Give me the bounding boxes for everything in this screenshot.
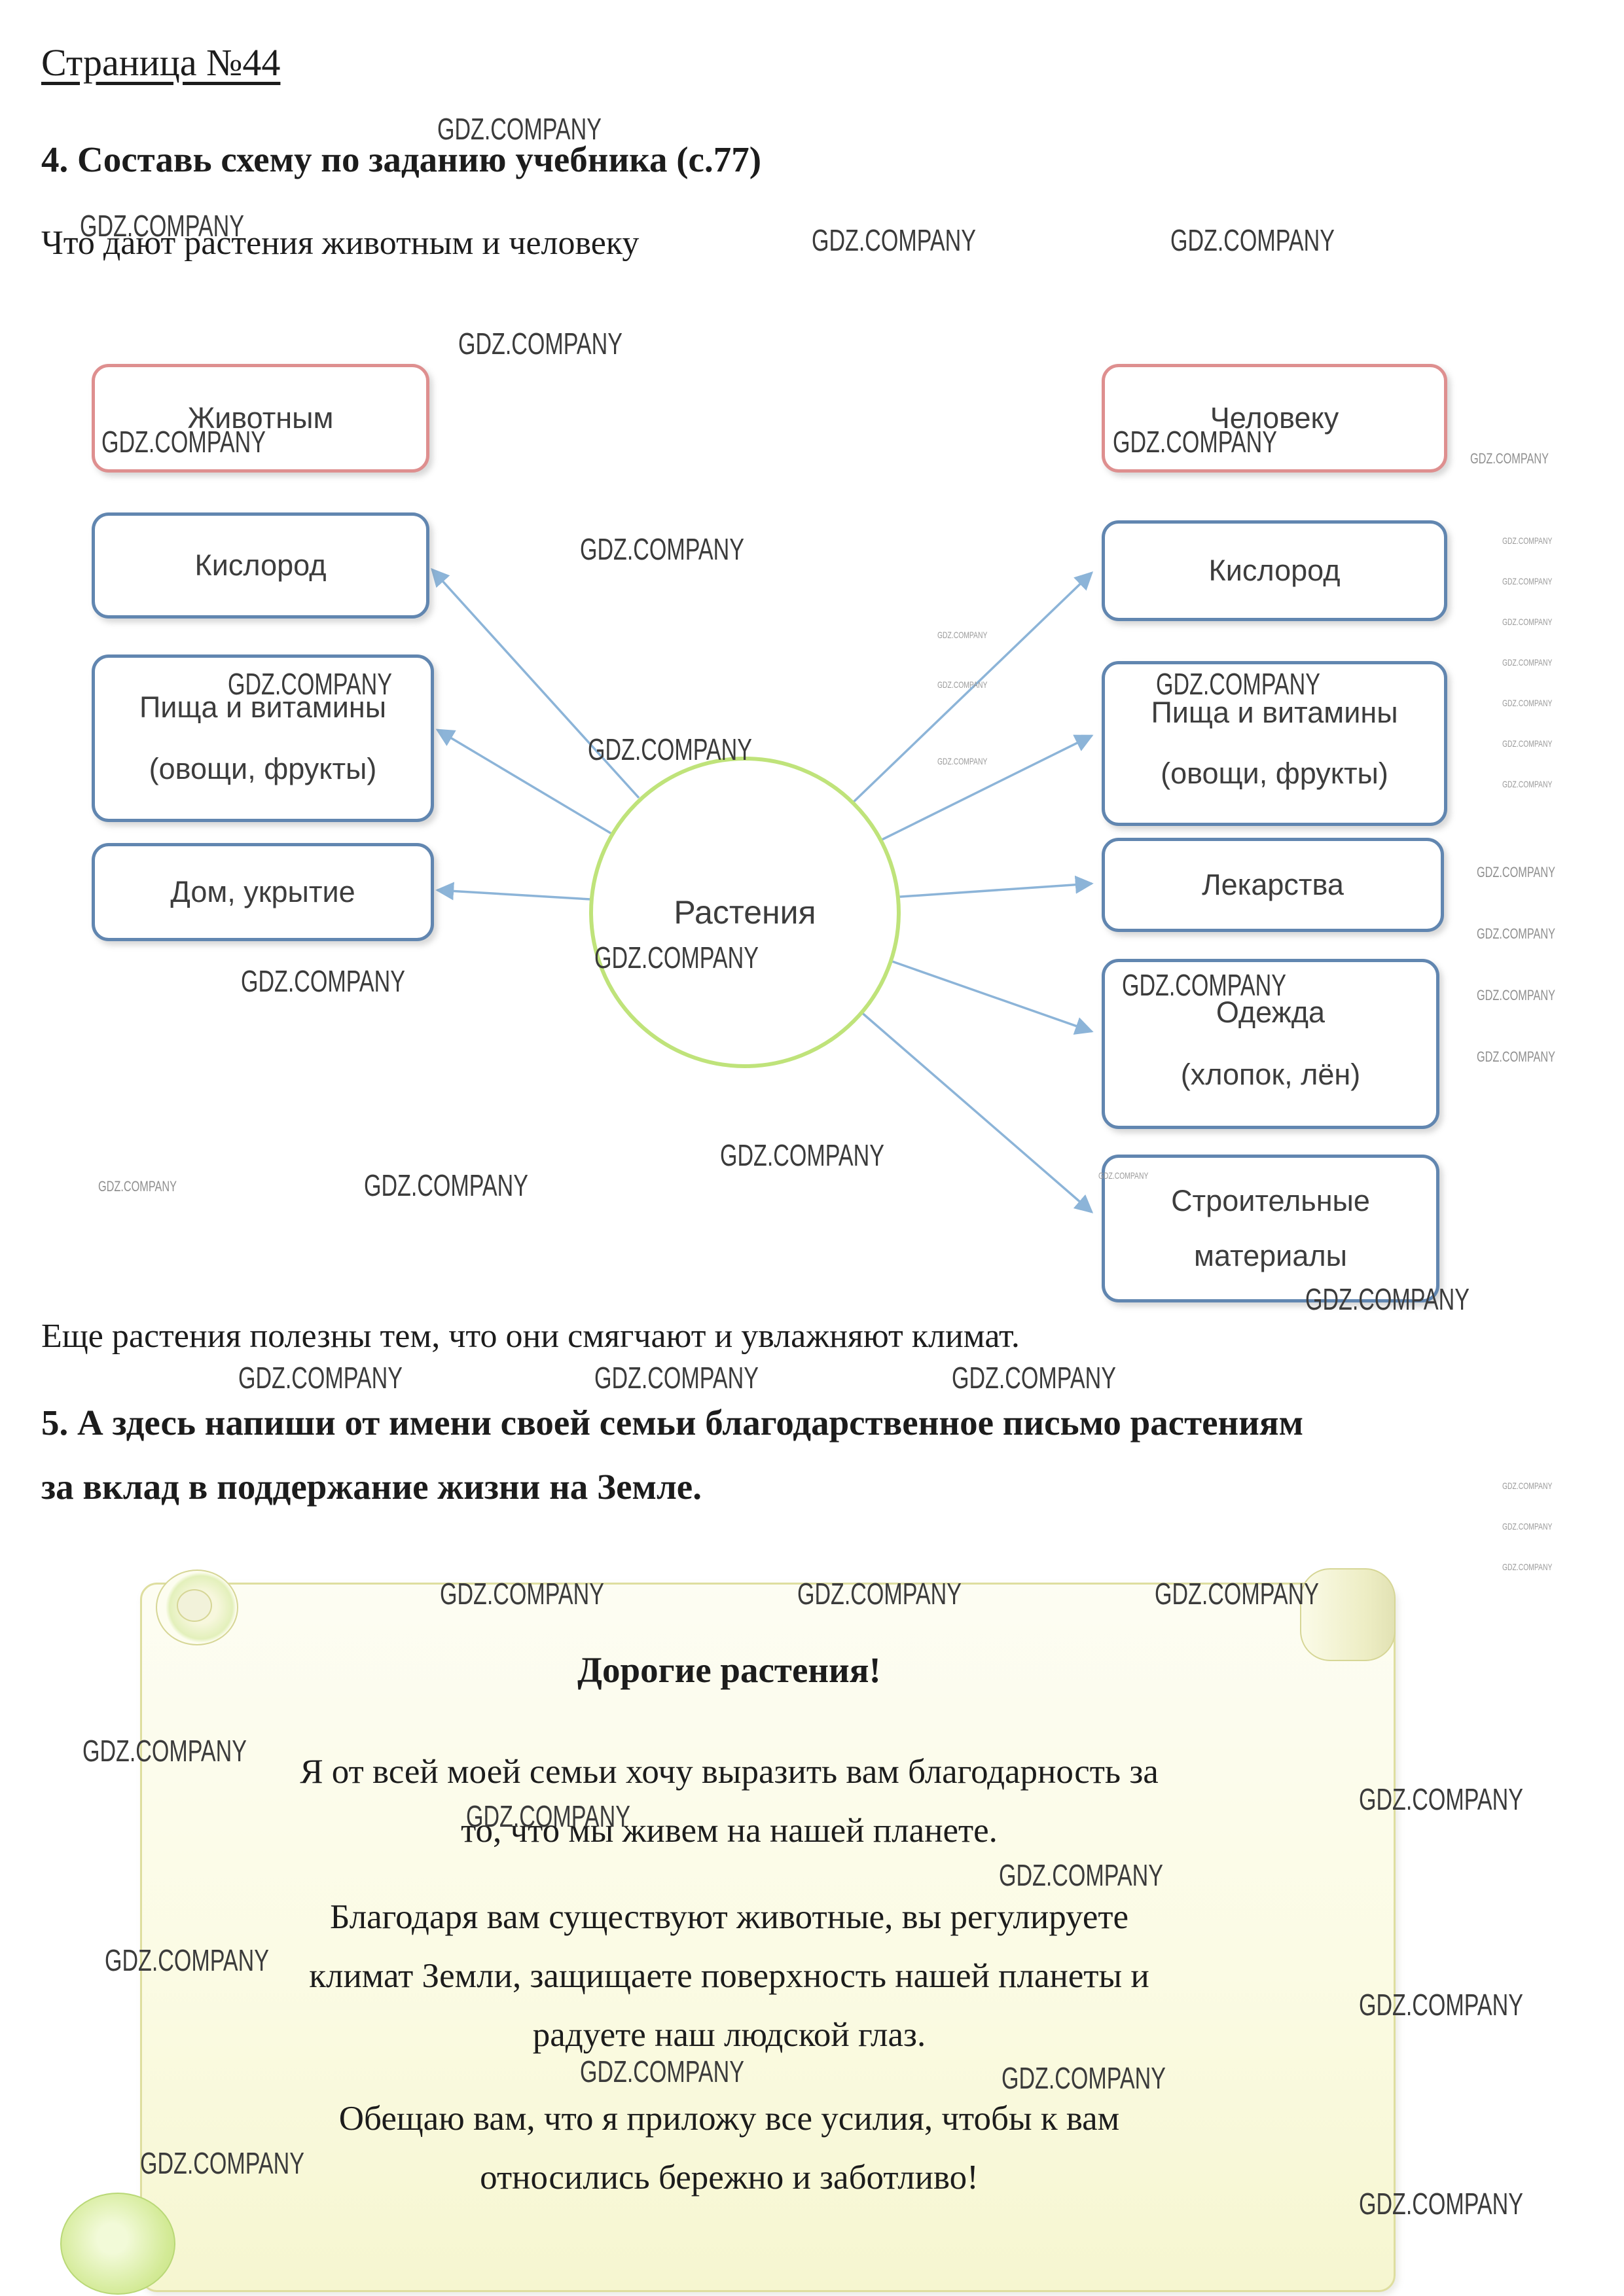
box-label: Лекарства <box>1202 867 1344 901</box>
box-label: (хлопок, лён) <box>1180 1058 1361 1092</box>
watermark-text: GDZ.COMPANY <box>1477 1049 1555 1065</box>
watermark-text: GDZ.COMPANY <box>98 1178 177 1194</box>
watermark-text: GDZ.COMPANY <box>238 1361 403 1395</box>
watermark-text: GDZ.COMPANY <box>812 223 976 257</box>
task5-heading-line2: за вклад в поддержание жизни на Земле. <box>41 1467 702 1507</box>
box-animals-header: Животным <box>92 364 429 473</box>
watermark-text: GDZ.COMPANY <box>364 1168 528 1202</box>
task4-note: Еще растения полезны тем, что они смягча… <box>41 1318 1020 1355</box>
letter-line: Я от всей моей семьи хочу выразить вам б… <box>300 1753 1159 1791</box>
box-humans-medicine: Лекарства <box>1102 838 1444 932</box>
watermark-text: GDZ.COMPANY <box>1470 450 1549 467</box>
box-humans-oxygen: Кислород <box>1102 520 1447 621</box>
task4-question: Что дают растения животным и человеку <box>41 224 640 262</box>
watermark-text: GDZ.COMPANY <box>458 327 623 361</box>
box-animals-oxygen: Кислород <box>92 512 429 619</box>
box-humans-food: Пища и витамины (овощи, фрукты) <box>1102 661 1447 826</box>
letter-line: радуете наш людской глаз. <box>532 2016 926 2054</box>
box-label: материалы <box>1194 1238 1347 1272</box>
box-humans-clothes: Одежда (хлопок, лён) <box>1102 959 1439 1129</box>
letter-line: Благодаря вам существуют животные, вы ре… <box>329 1898 1129 1936</box>
watermark-text: GDZ.COMPANY <box>1477 925 1555 942</box>
scroll-top-right-roll-icon <box>1300 1568 1396 1661</box>
watermark-text: GDZ.COMPANY <box>1502 1480 1553 1491</box>
box-label: Человеку <box>1210 401 1339 435</box>
watermark-text: GDZ.COMPANY <box>1502 535 1553 546</box>
watermark-text: GDZ.COMPANY <box>1170 223 1335 257</box>
watermark-text: GDZ.COMPANY <box>937 756 988 766</box>
box-label: Пища и витамины <box>139 690 387 724</box>
box-label: (овощи, фрукты) <box>1161 757 1388 791</box>
watermark-text: GDZ.COMPANY <box>1502 779 1553 789</box>
watermark-text: GDZ.COMPANY <box>1477 864 1555 880</box>
watermark-text: GDZ.COMPANY <box>937 630 988 640</box>
box-label: Животным <box>187 401 334 435</box>
watermark-text: GDZ.COMPANY <box>937 679 988 690</box>
box-animals-food: Пища и витамины (овощи, фрукты) <box>92 655 434 822</box>
box-label: (овощи, фрукты) <box>149 751 377 785</box>
watermark-text: GDZ.COMPANY <box>1502 698 1553 708</box>
watermark-text: GDZ.COMPANY <box>1502 738 1553 749</box>
watermark-text: GDZ.COMPANY <box>594 1361 759 1395</box>
watermark-text: GDZ.COMPANY <box>1502 576 1553 586</box>
page-title: Страница №44 <box>41 41 281 84</box>
letter-line: то, что мы живем на нашей планете. <box>461 1812 998 1850</box>
watermark-text: GDZ.COMPANY <box>1502 1521 1553 1532</box>
box-label: Кислород <box>194 548 327 582</box>
box-humans-materials: Строительные материалы <box>1102 1155 1439 1302</box>
box-label: Пища и витамины <box>1151 696 1398 730</box>
scroll-bottom-left-curl-icon <box>60 2193 175 2295</box>
box-label: Одежда <box>1216 995 1326 1029</box>
letter-line: относились бережно и заботливо! <box>480 2159 979 2197</box>
task5-heading-line1: 5. А здесь напиши от имени своей семьи б… <box>41 1403 1304 1443</box>
watermark-text: GDZ.COMPANY <box>1502 657 1553 668</box>
box-label: Дом, укрытие <box>170 874 355 908</box>
letter-title: Дорогие растения! <box>577 1650 881 1690</box>
box-animals-home: Дом, укрытие <box>92 843 434 941</box>
letter-line: климат Земли, защищаете поверхность наше… <box>309 1957 1149 1995</box>
watermark-text: GDZ.COMPANY <box>580 532 744 566</box>
watermark-text: GDZ.COMPANY <box>1502 617 1553 627</box>
letter-scroll <box>140 1583 1396 2292</box>
watermark-text: GDZ.COMPANY <box>720 1138 884 1172</box>
diagram-center-plants: Растения <box>589 757 901 1068</box>
letter-line: Обещаю вам, что я приложу все усилия, чт… <box>338 2100 1120 2138</box>
task4-heading: 4. Составь схему по заданию учебника (с.… <box>41 139 762 179</box>
watermark-text: GDZ.COMPANY <box>241 964 405 998</box>
watermark-text: GDZ.COMPANY <box>952 1361 1116 1395</box>
scroll-top-left-curl-icon <box>156 1570 238 1645</box>
watermark-text: GDZ.COMPANY <box>1477 987 1555 1003</box>
box-humans-header: Человеку <box>1102 364 1447 473</box>
watermark-text: GDZ.COMPANY <box>1502 1562 1553 1572</box>
box-label: Кислород <box>1208 553 1341 587</box>
circle-label: Растения <box>674 894 816 931</box>
box-label: Строительные <box>1171 1183 1370 1217</box>
